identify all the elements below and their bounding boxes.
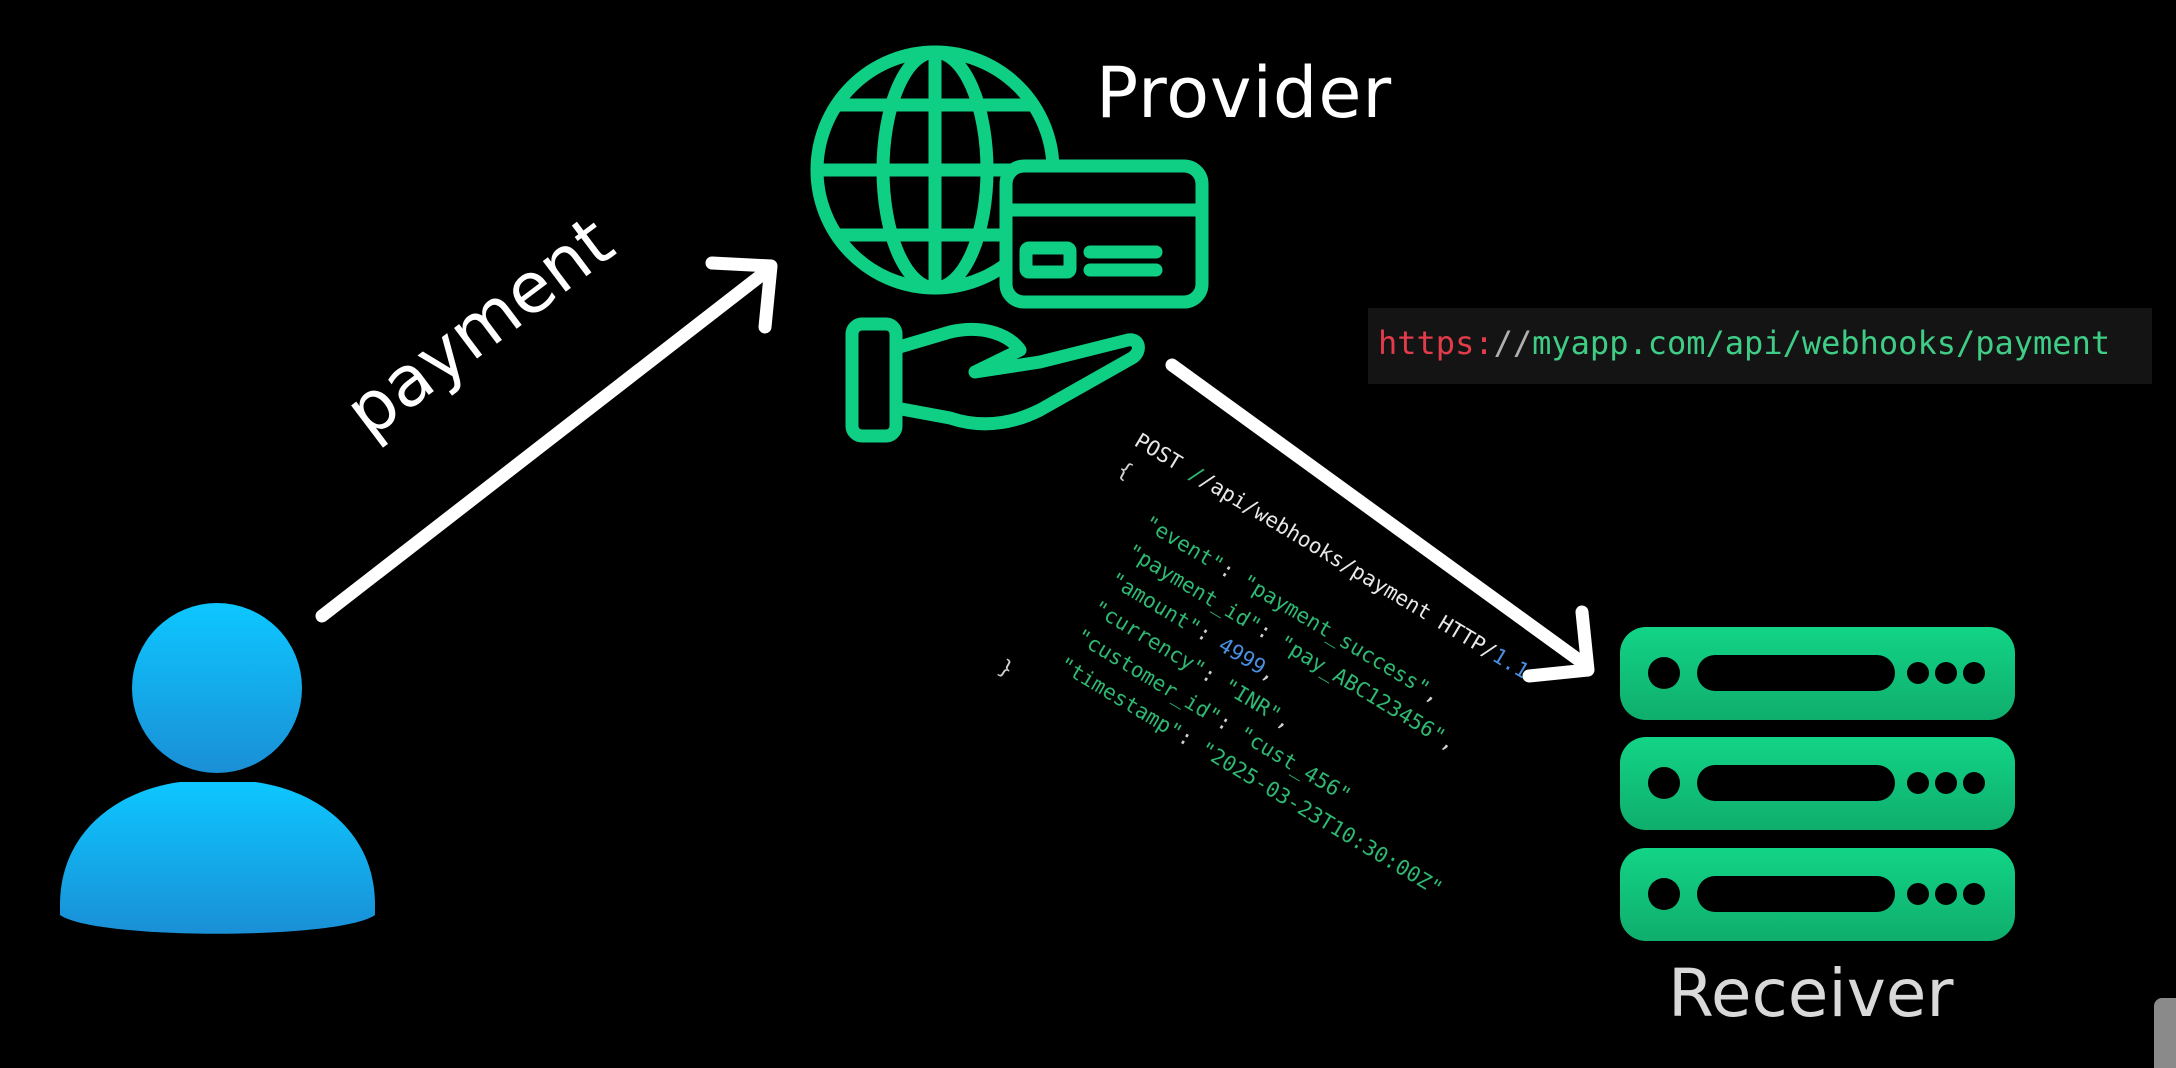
url-slashes: // <box>1493 324 1533 362</box>
globe-icon <box>810 45 1060 295</box>
receiver-label: Receiver <box>1668 955 1954 1032</box>
arrow-user-to-provider <box>315 256 778 623</box>
server-unit-3 <box>1620 848 2015 941</box>
server-unit-1 <box>1620 627 2015 720</box>
provider-icon <box>810 45 1209 443</box>
video-thumbnail-edge <box>2154 998 2176 1068</box>
url-path: myapp.com/api/webhooks/payment <box>1532 324 2111 362</box>
provider-label: Provider <box>1096 52 1393 134</box>
user-icon <box>60 603 375 934</box>
url-scheme: https: <box>1378 324 1494 362</box>
server-unit-2 <box>1620 737 2015 830</box>
server-stack-icon <box>1620 627 2015 941</box>
credit-card-icon <box>999 159 1209 309</box>
hand-icon <box>845 317 1145 443</box>
webhook-url: https://myapp.com/api/webhooks/payment <box>1368 308 2152 384</box>
arrow-provider-to-receiver <box>1165 358 1595 683</box>
